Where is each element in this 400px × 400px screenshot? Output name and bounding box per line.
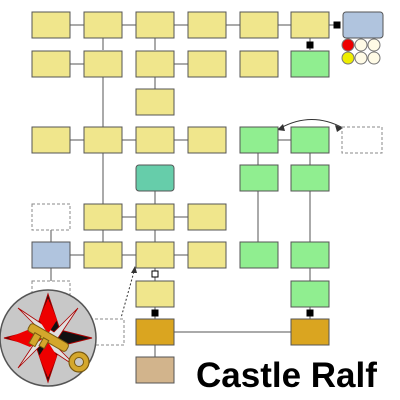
room[interactable] <box>135 50 175 78</box>
room[interactable] <box>290 11 330 39</box>
blue-room[interactable] <box>31 241 71 269</box>
green-room[interactable] <box>290 164 330 192</box>
open-door[interactable] <box>151 270 159 278</box>
room[interactable] <box>135 11 175 39</box>
gold-room[interactable] <box>135 318 175 346</box>
locked-door[interactable] <box>306 41 314 49</box>
green-room[interactable] <box>290 241 330 269</box>
arrow-head <box>277 124 285 131</box>
inventory-marker-yellow[interactable] <box>341 51 355 65</box>
green-room[interactable] <box>239 126 279 154</box>
unexplored-room[interactable] <box>341 126 383 154</box>
room[interactable] <box>187 241 227 269</box>
compass-red-north <box>39 298 57 334</box>
green-room[interactable] <box>239 241 279 269</box>
room[interactable] <box>83 203 123 231</box>
room[interactable] <box>135 280 175 308</box>
room[interactable] <box>31 126 71 154</box>
key-icon <box>27 323 90 373</box>
locked-door[interactable] <box>151 309 159 317</box>
room[interactable] <box>135 241 175 269</box>
start-room[interactable] <box>342 11 384 39</box>
room[interactable] <box>239 50 279 78</box>
room[interactable] <box>187 50 227 78</box>
unexplored-room[interactable] <box>31 203 71 231</box>
room[interactable] <box>31 11 71 39</box>
room[interactable] <box>135 203 175 231</box>
room[interactable] <box>187 126 227 154</box>
inventory-marker-blank[interactable] <box>354 51 368 65</box>
room[interactable] <box>83 50 123 78</box>
gold-room[interactable] <box>290 318 330 346</box>
inventory-marker-blank[interactable] <box>354 38 368 52</box>
room[interactable] <box>187 203 227 231</box>
tan-room[interactable] <box>135 356 175 384</box>
inventory-marker-red[interactable] <box>341 38 355 52</box>
inventory-marker-blank[interactable] <box>367 51 381 65</box>
compass-red-south <box>39 342 57 378</box>
map-title: Castle Ralf <box>196 356 377 395</box>
room[interactable] <box>187 11 227 39</box>
secret-passage <box>120 267 136 319</box>
green-room[interactable] <box>290 280 330 308</box>
arrow-head <box>335 125 343 132</box>
inventory-marker-blank[interactable] <box>367 38 381 52</box>
green-room[interactable] <box>290 126 330 154</box>
room[interactable] <box>83 126 123 154</box>
room[interactable] <box>83 241 123 269</box>
teal-room[interactable] <box>135 164 175 192</box>
green-room[interactable] <box>239 164 279 192</box>
room[interactable] <box>135 126 175 154</box>
locked-door[interactable] <box>333 21 341 29</box>
room[interactable] <box>239 11 279 39</box>
locked-door[interactable] <box>306 309 314 317</box>
green-room[interactable] <box>290 50 330 78</box>
room[interactable] <box>83 11 123 39</box>
room[interactable] <box>135 88 175 116</box>
room[interactable] <box>31 50 71 78</box>
